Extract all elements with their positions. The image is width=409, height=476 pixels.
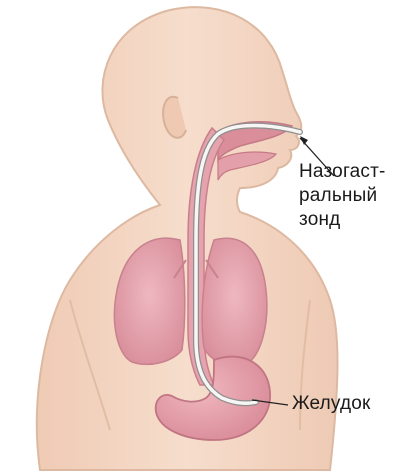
- label-nasogastric-tube: Назогаст- ральный зонд: [299, 160, 386, 232]
- label-stomach-text: Желудок: [292, 392, 371, 416]
- label-tube-line2: ральный: [299, 184, 386, 208]
- label-tube-line1: Назогаст-: [299, 160, 386, 184]
- label-stomach: Желудок: [292, 392, 371, 416]
- label-tube-line3: зонд: [299, 208, 386, 232]
